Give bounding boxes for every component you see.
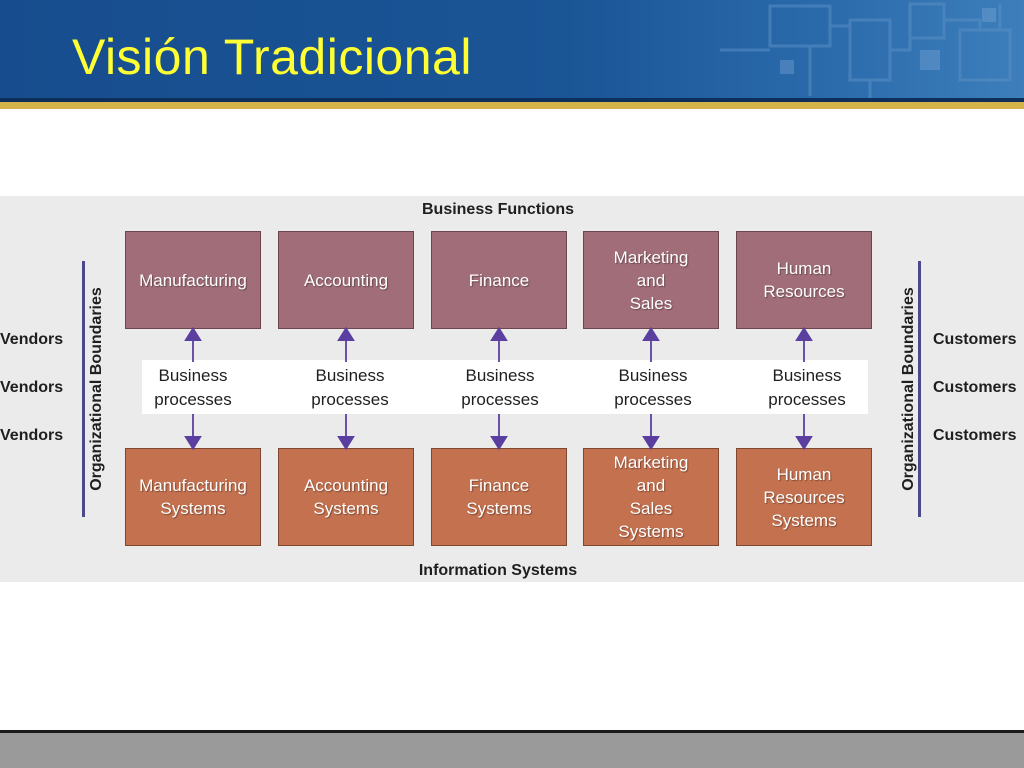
function-box-human-resources: Human Resources (736, 231, 872, 329)
slide-footer (0, 733, 1024, 768)
process-label-marketing: Business processes (614, 366, 692, 409)
boundary-line (82, 261, 85, 517)
function-box-finance: Finance (431, 231, 567, 329)
system-box-finance: Finance Systems (431, 448, 567, 546)
slide-header: Visión Tradicional (0, 0, 1024, 98)
customers-label: Customers (933, 379, 1017, 396)
system-box-accounting: Accounting Systems (278, 448, 414, 546)
business-functions-caption: Business Functions (421, 201, 575, 218)
function-label: Manufacturing (139, 270, 247, 290)
header-divider (0, 98, 1024, 102)
system-box-manufacturing: Manufacturing Systems (125, 448, 261, 546)
information-systems-caption: Information Systems (418, 562, 578, 579)
circuit-board-decoration (720, 2, 1012, 98)
process-label-human-resources: Business processes (768, 366, 846, 409)
system-box-marketing-and-sales: Marketing and Sales Systems (583, 448, 719, 546)
function-label: Accounting (303, 270, 389, 290)
vendors-label: Vendors (0, 427, 64, 444)
process-label-accounting: Business processes (311, 366, 389, 409)
process-label-finance: Business processes (461, 366, 539, 409)
vendors-label: Vendors (0, 379, 64, 396)
vendors-label: Vendors (0, 331, 64, 348)
function-box-manufacturing: Manufacturing (125, 231, 261, 329)
boundary-label: Organizational Boundaries (88, 287, 105, 491)
footer-divider (0, 730, 1024, 733)
system-label: Manufacturing Systems (139, 476, 247, 518)
function-box-marketing-and-sales: Marketing and Sales (583, 231, 719, 329)
boundary-line (918, 261, 921, 517)
function-label: Marketing and Sales (613, 247, 689, 313)
business-processes-band (142, 360, 868, 414)
left-organizational-boundary: Organizational Boundaries (82, 261, 112, 517)
slide-title: Visión Tradicional (72, 29, 472, 85)
header-accent-line (0, 102, 1024, 109)
customers-label: Customers (933, 331, 1017, 348)
system-box-human-resources: Human Resources Systems (736, 448, 872, 546)
boundary-label: Organizational Boundaries (900, 287, 917, 491)
system-label: Finance Systems (466, 476, 532, 518)
system-label: Human Resources Systems (763, 464, 845, 530)
system-label: Accounting Systems (303, 476, 389, 518)
function-label: Finance (468, 270, 530, 290)
function-label: Human Resources (763, 259, 845, 301)
function-box-accounting: Accounting (278, 231, 414, 329)
system-label: Marketing and Sales Systems (613, 453, 689, 541)
process-label-manufacturing: Business processes (154, 366, 232, 409)
right-organizational-boundary: Organizational Boundaries (894, 261, 924, 517)
customers-label: Customers (933, 427, 1017, 444)
